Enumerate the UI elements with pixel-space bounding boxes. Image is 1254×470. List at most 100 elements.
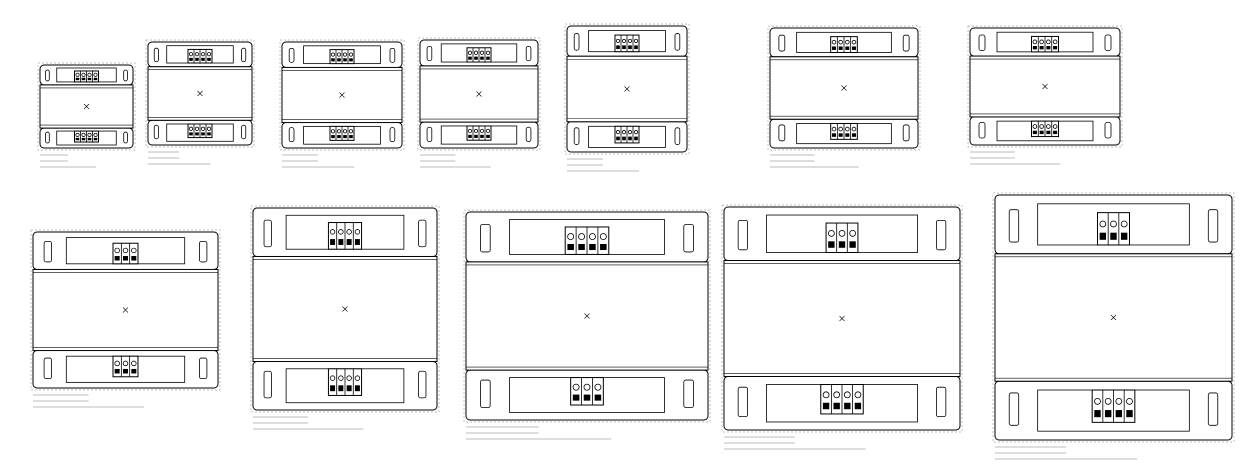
terminal-screw-icon xyxy=(479,128,485,134)
terminal-screw-icon xyxy=(1046,39,1051,45)
caption-mark xyxy=(567,170,639,172)
center-mark-icon xyxy=(476,91,482,97)
mounting-slot-icon xyxy=(1207,209,1219,243)
bounding-dashed-frame xyxy=(250,205,440,413)
bottom-terminal-block xyxy=(112,355,139,378)
caption-mark xyxy=(970,151,1015,153)
center-mark-icon xyxy=(339,92,345,98)
caption-mark xyxy=(40,166,96,168)
caption-mark xyxy=(33,400,89,402)
terminal-screw-icon xyxy=(845,39,850,45)
mounting-slot-icon xyxy=(573,127,580,145)
caption-mark xyxy=(420,160,456,162)
terminal-screw-icon xyxy=(567,233,575,241)
terminal-screw-icon xyxy=(131,360,137,367)
center-mark-icon xyxy=(342,306,348,312)
caption-mark xyxy=(724,442,795,444)
transformer-10 xyxy=(463,209,711,440)
terminal-screw-icon xyxy=(1032,124,1038,129)
terminal-screw-icon xyxy=(633,130,639,135)
terminal-screw-icon xyxy=(81,72,86,77)
mounting-slot-icon xyxy=(525,126,532,142)
terminal-screw-icon xyxy=(346,229,352,235)
terminal-screw-icon xyxy=(354,375,361,381)
terminal-screw-icon xyxy=(93,132,98,137)
mounting-slot-icon xyxy=(418,370,427,399)
mounting-slot-icon xyxy=(978,34,986,51)
terminal-screw-icon xyxy=(342,52,348,57)
transformer-11 xyxy=(721,204,963,450)
terminal-screw-icon xyxy=(206,126,212,131)
caption-mark xyxy=(33,394,89,396)
center-mark-icon xyxy=(584,313,590,319)
caption-mark xyxy=(995,452,1067,454)
terminal-screw-icon xyxy=(75,132,80,137)
terminal-screw-icon xyxy=(633,38,639,43)
terminal-screw-icon xyxy=(330,52,336,57)
caption-mark xyxy=(724,448,866,450)
terminal-screw-icon xyxy=(599,233,607,241)
caption-mark xyxy=(970,157,1015,159)
mounting-slot-icon xyxy=(683,224,694,253)
terminal-screw-icon xyxy=(615,38,621,43)
mounting-slot-icon xyxy=(573,33,580,51)
terminal-screw-icon xyxy=(336,129,342,134)
mounting-slot-icon xyxy=(737,219,748,251)
terminal-screw-icon xyxy=(342,129,348,134)
bottom-terminal-block xyxy=(570,377,604,406)
caption-mark xyxy=(770,160,815,162)
terminal-screw-icon xyxy=(588,233,596,241)
caption-mark xyxy=(282,166,354,168)
terminal-screw-icon xyxy=(578,233,586,241)
mounting-slot-icon xyxy=(241,124,247,140)
caption-mark xyxy=(724,436,795,438)
terminal-screw-icon xyxy=(621,38,627,43)
mounting-slot-icon xyxy=(426,126,433,142)
top-terminal-block xyxy=(112,242,139,265)
mounting-slot-icon xyxy=(123,69,128,82)
terminal-screw-icon xyxy=(188,126,194,131)
caption-mark xyxy=(282,160,318,162)
terminal-screw-icon xyxy=(838,126,843,132)
terminal-screw-icon xyxy=(822,391,830,399)
terminal-screw-icon xyxy=(627,130,633,135)
mounting-slot-icon xyxy=(426,46,433,62)
center-mark-icon xyxy=(197,90,203,97)
transformer-7 xyxy=(967,25,1123,165)
bounding-dashed-frame xyxy=(145,39,255,148)
terminal-screw-icon xyxy=(122,360,129,367)
mounting-slot-icon xyxy=(1008,392,1020,426)
caption-mark xyxy=(148,151,180,153)
terminal-screw-icon xyxy=(131,247,137,254)
mounting-slot-icon xyxy=(737,386,748,418)
terminal-screw-icon xyxy=(346,375,352,381)
terminal-screw-icon xyxy=(479,50,485,55)
terminal-screw-icon xyxy=(1104,397,1112,405)
mounting-slot-icon xyxy=(525,46,532,62)
terminal-screw-icon xyxy=(594,383,602,391)
terminal-screw-icon xyxy=(849,229,856,237)
caption-mark xyxy=(466,426,539,428)
terminal-screw-icon xyxy=(621,130,627,135)
terminal-screw-icon xyxy=(1046,124,1051,129)
terminal-screw-icon xyxy=(583,383,591,391)
mounting-slot-icon xyxy=(153,124,159,140)
center-mark-icon xyxy=(1042,83,1048,90)
mounting-slot-icon xyxy=(902,34,910,52)
bounding-dashed-frame xyxy=(463,209,711,423)
mounting-slot-icon xyxy=(288,47,295,63)
bounding-dashed-frame xyxy=(992,192,1235,443)
terminal-screw-icon xyxy=(93,72,98,77)
caption-mark xyxy=(40,160,68,162)
terminal-screw-icon xyxy=(833,391,841,399)
caption-mark xyxy=(33,406,144,408)
bounding-dashed-frame xyxy=(967,25,1123,148)
terminal-screw-icon xyxy=(1115,397,1123,405)
caption-mark xyxy=(770,154,815,156)
transformer-3 xyxy=(279,39,405,168)
mounting-slot-icon xyxy=(123,131,128,144)
terminal-screw-icon xyxy=(1126,397,1133,405)
terminal-screw-icon xyxy=(467,50,473,55)
bounding-dashed-frame xyxy=(721,204,963,433)
terminal-screw-icon xyxy=(1052,39,1058,45)
